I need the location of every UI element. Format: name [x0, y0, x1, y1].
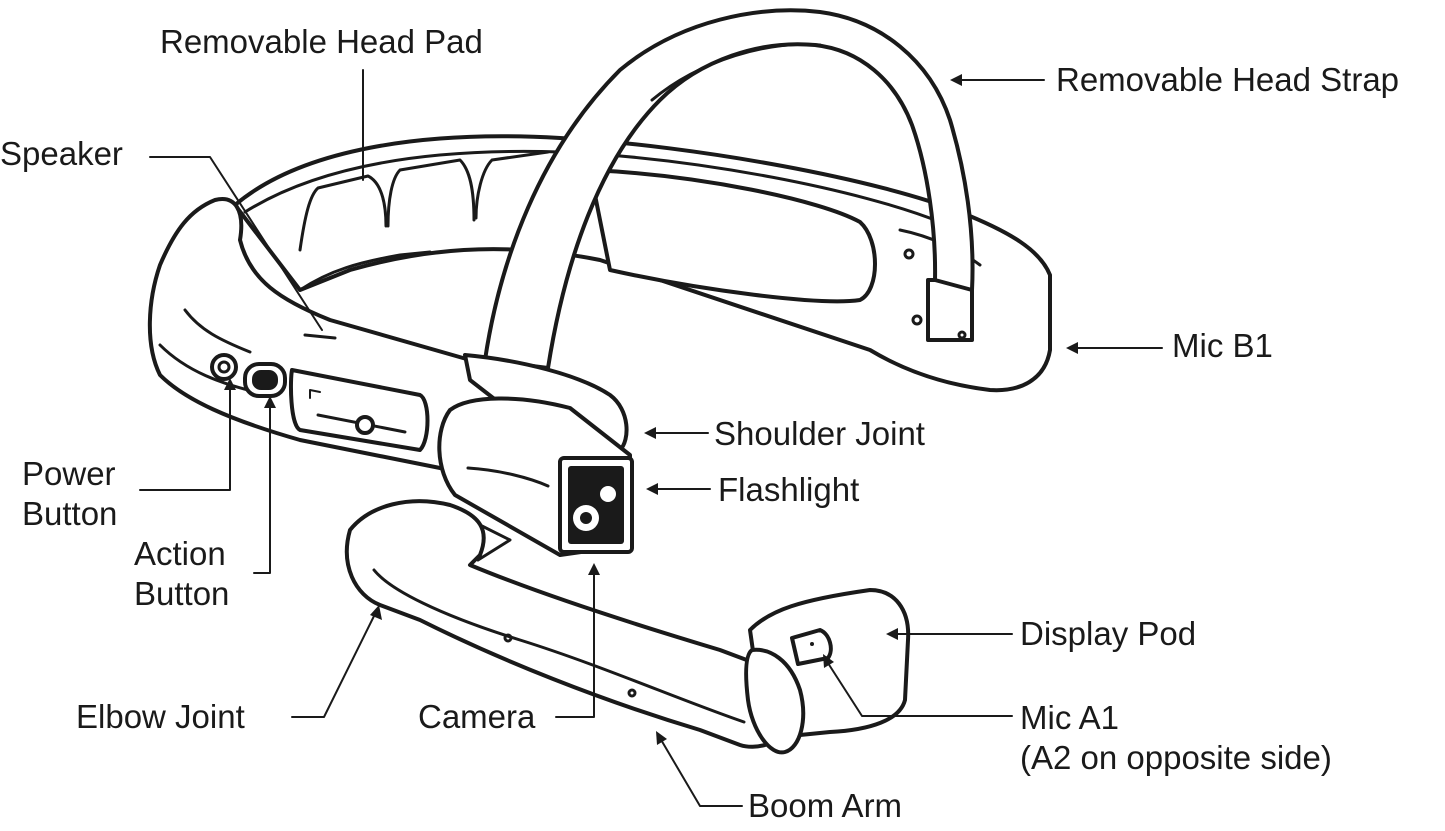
leader-boom-arm	[659, 737, 743, 807]
leader-action-button	[253, 401, 271, 574]
label-elbow-joint: Elbow Joint	[76, 698, 245, 735]
label-flashlight: Flashlight	[718, 471, 860, 508]
label-removable-head-strap: Removable Head Strap	[1056, 61, 1400, 98]
display-pod	[744, 588, 911, 755]
label-speaker: Speaker	[0, 135, 123, 172]
label-camera: Camera	[418, 698, 536, 735]
leader-lines	[139, 69, 1163, 807]
label-mic-b1: Mic B1	[1172, 327, 1273, 364]
leader-camera	[555, 569, 595, 718]
leader-speaker	[149, 156, 323, 331]
headband	[233, 134, 1052, 393]
label-shoulder-joint: Shoulder Joint	[714, 415, 925, 452]
leader-elbow-joint	[291, 611, 377, 718]
label-removable-head-pad: Removable Head Pad	[160, 23, 483, 60]
leader-mic-a1	[825, 659, 1013, 717]
head-strap	[483, 8, 975, 370]
label-action-button: Action Button	[134, 535, 230, 612]
shoulder-joint-assembly	[437, 353, 634, 557]
label-display-pod: Display Pod	[1020, 615, 1197, 652]
label-power-button: Power Button	[22, 455, 118, 532]
label-mic-a1: Mic A1 (A2 on opposite side)	[1020, 699, 1332, 776]
label-boom-arm: Boom Arm	[748, 787, 903, 824]
leader-power-button	[139, 383, 231, 491]
